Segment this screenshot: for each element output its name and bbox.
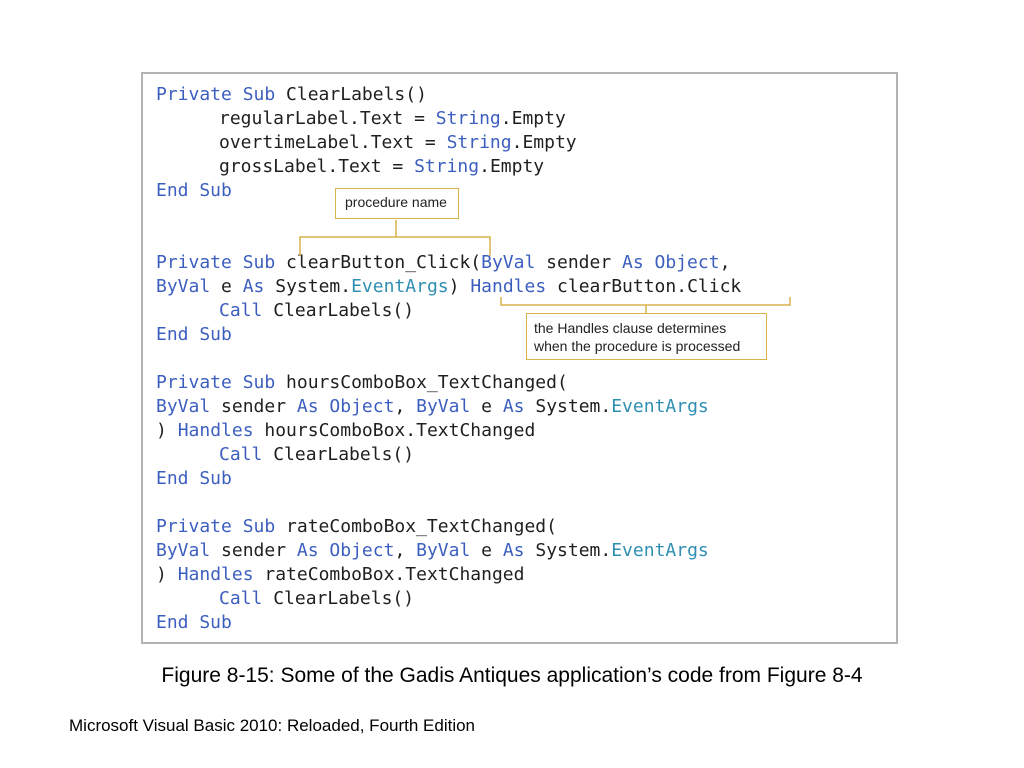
code-keyword: String xyxy=(435,108,501,129)
code-text: e xyxy=(470,396,503,417)
code-line: End Sub xyxy=(156,180,232,202)
code-keyword: Private Sub xyxy=(156,84,287,105)
code-keyword: ByVal xyxy=(156,396,211,417)
code-line: overtimeLabel.Text = String.Empty xyxy=(219,132,577,154)
code-text: rateComboBox.TextChanged xyxy=(253,564,525,585)
procedure-name-callout: procedure name xyxy=(335,188,459,219)
code-text: ) xyxy=(156,420,178,441)
code-text: System. xyxy=(264,276,352,297)
code-keyword: ByVal xyxy=(156,276,211,297)
code-keyword: As Object xyxy=(296,396,395,417)
code-keyword: Handles xyxy=(177,420,254,441)
code-text: ClearLabels() xyxy=(262,588,415,609)
code-line: End Sub xyxy=(156,324,232,346)
code-keyword: As Object xyxy=(296,540,395,561)
code-keyword: ByVal xyxy=(481,252,536,273)
code-text: regularLabel.Text = xyxy=(219,108,436,129)
code-keyword: End Sub xyxy=(156,180,232,201)
code-text: e xyxy=(470,540,503,561)
code-keyword: ByVal xyxy=(416,396,471,417)
code-text: sender xyxy=(535,252,623,273)
code-keyword: Call xyxy=(219,588,263,609)
code-text: , xyxy=(719,252,731,273)
procedure-name-callout-text: procedure name xyxy=(345,194,447,210)
code-line: Call ClearLabels() xyxy=(219,300,414,322)
handles-clause-callout: the Handles clause determines when the p… xyxy=(526,313,767,360)
code-keyword: Call xyxy=(219,444,263,465)
code-text: clearButton.Click xyxy=(546,276,742,297)
code-keyword: Handles xyxy=(470,276,547,297)
code-type-name: EventArgs xyxy=(351,276,449,297)
book-title-footer: Microsoft Visual Basic 2010: Reloaded, F… xyxy=(69,716,476,735)
code-line: ByVal sender As Object, ByVal e As Syste… xyxy=(156,540,709,562)
code-line: Private Sub ClearLabels() xyxy=(156,84,427,106)
code-line: Private Sub rateComboBox_TextChanged( xyxy=(156,516,557,538)
code-keyword: As xyxy=(502,396,525,417)
code-keyword: String xyxy=(414,156,480,177)
code-keyword: Private Sub xyxy=(156,252,287,273)
code-keyword: End Sub xyxy=(156,324,232,345)
code-keyword: Handles xyxy=(177,564,254,585)
code-line: Private Sub clearButton_Click(ByVal send… xyxy=(156,252,730,274)
code-keyword: End Sub xyxy=(156,612,232,633)
code-text: sender xyxy=(210,540,297,561)
code-text: ) xyxy=(448,276,471,297)
code-keyword: As xyxy=(502,540,525,561)
code-line: ) Handles rateComboBox.TextChanged xyxy=(156,564,524,586)
code-listing-frame xyxy=(141,72,898,644)
code-text: hoursComboBox.TextChanged xyxy=(253,420,536,441)
handles-callout-line-2: when the procedure is processed xyxy=(534,338,741,354)
code-text: .Empty xyxy=(479,156,545,177)
code-text: hoursComboBox_TextChanged( xyxy=(286,372,568,393)
code-keyword: ByVal xyxy=(416,540,471,561)
code-line: End Sub xyxy=(156,468,232,490)
code-line: ByVal sender As Object, ByVal e As Syste… xyxy=(156,396,709,418)
code-line: regularLabel.Text = String.Empty xyxy=(219,108,566,130)
code-text: .Empty xyxy=(500,108,566,129)
code-text: rateComboBox_TextChanged( xyxy=(286,516,557,537)
code-text: ) xyxy=(156,564,178,585)
code-keyword: As xyxy=(242,276,265,297)
code-type-name: EventArgs xyxy=(611,540,709,561)
code-keyword: Private Sub xyxy=(156,372,287,393)
code-line: ByVal e As System.EventArgs) Handles cle… xyxy=(156,276,741,298)
code-text: grossLabel.Text = xyxy=(219,156,415,177)
code-text: ClearLabels() xyxy=(262,444,415,465)
code-text: sender xyxy=(210,396,297,417)
code-text: , xyxy=(394,540,417,561)
code-line: Call ClearLabels() xyxy=(219,444,414,466)
code-keyword: String xyxy=(446,132,512,153)
code-text: overtimeLabel.Text = xyxy=(219,132,447,153)
code-keyword: Private Sub xyxy=(156,516,287,537)
code-line: grossLabel.Text = String.Empty xyxy=(219,156,544,178)
code-text: e xyxy=(210,276,243,297)
code-keyword: ByVal xyxy=(156,540,211,561)
code-keyword: End Sub xyxy=(156,468,232,489)
code-line: End Sub xyxy=(156,612,232,634)
figure-caption: Figure 8-15: Some of the Gadis Antiques … xyxy=(161,664,863,687)
code-text: System. xyxy=(524,396,612,417)
code-line: Private Sub hoursComboBox_TextChanged( xyxy=(156,372,568,394)
code-type-name: EventArgs xyxy=(611,396,709,417)
code-text: clearButton_Click( xyxy=(286,252,482,273)
code-text: .Empty xyxy=(511,132,577,153)
code-keyword: Call xyxy=(219,300,263,321)
code-text: System. xyxy=(524,540,612,561)
code-line: Call ClearLabels() xyxy=(219,588,414,610)
code-keyword: As Object xyxy=(622,252,720,273)
code-line: ) Handles hoursComboBox.TextChanged xyxy=(156,420,535,442)
code-text: , xyxy=(394,396,417,417)
code-text: ClearLabels() xyxy=(286,84,427,105)
code-text: ClearLabels() xyxy=(262,300,415,321)
handles-callout-line-1: the Handles clause determines xyxy=(534,320,727,336)
